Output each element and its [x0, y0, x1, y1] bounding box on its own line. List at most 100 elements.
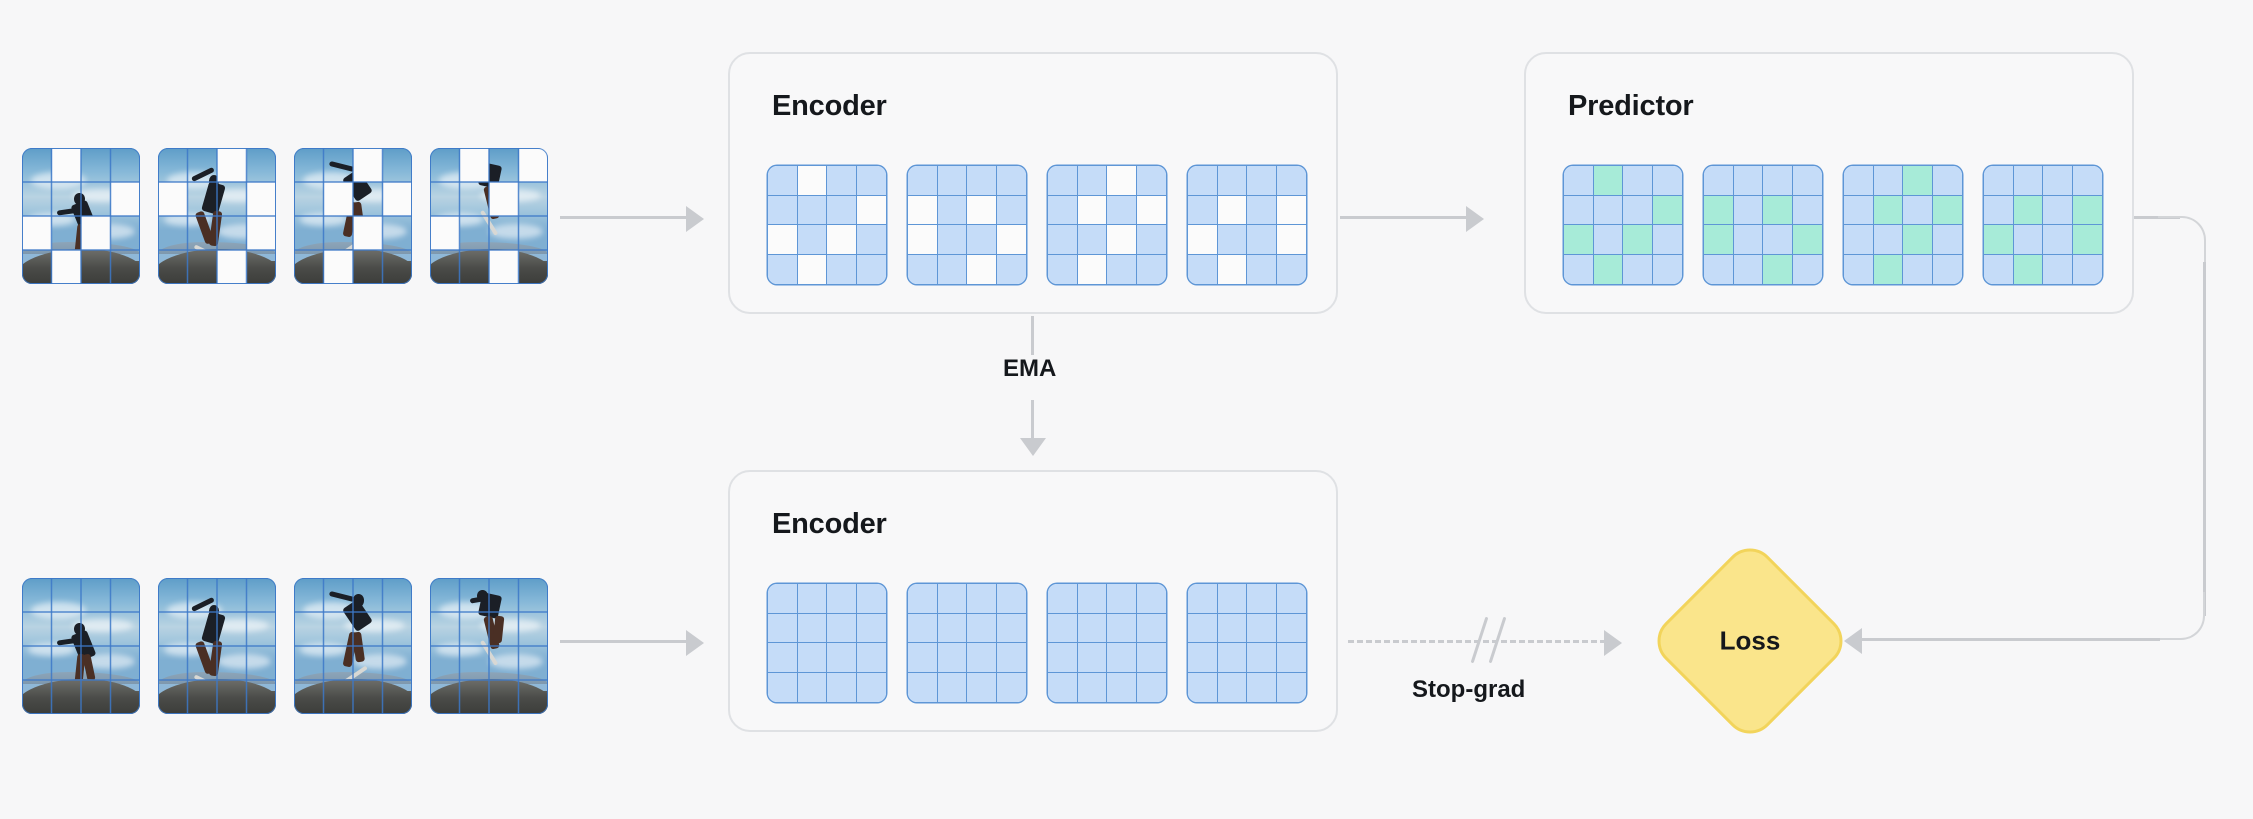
encoder-top-title: Encoder: [772, 90, 887, 122]
patch-cell: [1247, 613, 1277, 643]
context-tokens-2: [908, 166, 1026, 284]
patch-cell: [827, 225, 857, 255]
patch-cell: [908, 613, 938, 643]
patch-cell: [937, 584, 967, 614]
patch-cell: [1048, 195, 1078, 225]
predicted-tokens-4: [1984, 166, 2102, 284]
patch-cell: [1564, 254, 1594, 284]
frame-outline: [430, 148, 548, 284]
frame-outline: [158, 578, 276, 714]
patch-cell: [1593, 195, 1623, 225]
patch-cell: [1247, 195, 1277, 225]
video-frame: [294, 578, 412, 714]
patch-cell: [1593, 225, 1623, 255]
patch-cell: [1733, 254, 1763, 284]
patch-cell: [1564, 166, 1594, 196]
frame-outline: [294, 578, 412, 714]
patch-cell: [1903, 195, 1933, 225]
patch-cell: [1844, 225, 1874, 255]
patch-cell: [1623, 225, 1653, 255]
patch-cell: [1247, 672, 1277, 702]
patch-cell: [1763, 195, 1793, 225]
patch-cell: [797, 195, 827, 225]
patch-cell: [1903, 166, 1933, 196]
patch-cell: [967, 166, 997, 196]
patch-cell: [1107, 166, 1137, 196]
video-frame: [158, 148, 276, 284]
frame-outline: [22, 148, 140, 284]
patch-cell: [1077, 613, 1107, 643]
patch-cell: [797, 166, 827, 196]
patch-cell: [937, 225, 967, 255]
patch-cell: [768, 584, 798, 614]
video-frame: [430, 148, 548, 284]
patch-cell: [797, 613, 827, 643]
patch-cell: [1048, 254, 1078, 284]
patch-cell: [937, 195, 967, 225]
video-frame: [158, 578, 276, 714]
patch-cell: [1873, 225, 1903, 255]
patch-cell: [1247, 584, 1277, 614]
patch-cell: [856, 225, 886, 255]
frame-gridlines: [158, 578, 276, 714]
patch-cell: [937, 166, 967, 196]
patch-cell: [2013, 225, 2043, 255]
patch-cell: [2072, 225, 2102, 255]
patch-cell: [967, 672, 997, 702]
patch-cell: [1652, 254, 1682, 284]
patch-cell: [1652, 195, 1682, 225]
predictor-module[interactable]: Predictor: [1524, 52, 2134, 314]
patch-cell: [937, 672, 967, 702]
patch-cell: [1932, 254, 1962, 284]
patch-cell: [1107, 254, 1137, 284]
patch-cell: [1652, 225, 1682, 255]
patch-cell: [856, 643, 886, 673]
encoder-bottom-title: Encoder: [772, 508, 887, 540]
patch-cell: [768, 195, 798, 225]
patch-cell: [937, 613, 967, 643]
patch-cell: [827, 254, 857, 284]
target-tokens-1: [768, 584, 886, 702]
patch-cell: [1704, 254, 1734, 284]
patch-cell: [1844, 166, 1874, 196]
frame-gridlines: [158, 148, 276, 284]
patch-cell: [1247, 225, 1277, 255]
patch-cell: [827, 195, 857, 225]
patch-cell: [1704, 225, 1734, 255]
patch-cell: [768, 225, 798, 255]
patch-cell: [827, 643, 857, 673]
patch-cell: [1623, 195, 1653, 225]
encoder-top-module[interactable]: Encoder: [728, 52, 1338, 314]
patch-cell: [827, 166, 857, 196]
frame-outline: [22, 578, 140, 714]
patch-cell: [1652, 166, 1682, 196]
frame-outline: [158, 148, 276, 284]
patch-cell: [1188, 166, 1218, 196]
patch-cell: [2072, 166, 2102, 196]
patch-cell: [1136, 613, 1166, 643]
patch-cell: [1564, 225, 1594, 255]
patch-cell: [996, 584, 1026, 614]
patch-cell: [1136, 672, 1166, 702]
patch-cell: [967, 643, 997, 673]
patch-cell: [1136, 195, 1166, 225]
patch-cell: [996, 166, 1026, 196]
patch-cell: [1593, 166, 1623, 196]
patch-cell: [1188, 643, 1218, 673]
patch-cell: [1763, 225, 1793, 255]
patch-cell: [768, 254, 798, 284]
encoder-bottom-module[interactable]: Encoder: [728, 470, 1338, 732]
patch-cell: [1276, 195, 1306, 225]
frame-gridlines: [430, 578, 548, 714]
patch-cell: [1107, 613, 1137, 643]
context-tokens-4: [1188, 166, 1306, 284]
predictor-title: Predictor: [1568, 90, 1694, 122]
patch-cell: [1048, 672, 1078, 702]
patch-cell: [827, 584, 857, 614]
patch-cell: [1792, 195, 1822, 225]
patch-cell: [1217, 613, 1247, 643]
frame-outline: [294, 148, 412, 284]
patch-cell: [996, 195, 1026, 225]
unmasked-input-frames: [22, 578, 566, 719]
